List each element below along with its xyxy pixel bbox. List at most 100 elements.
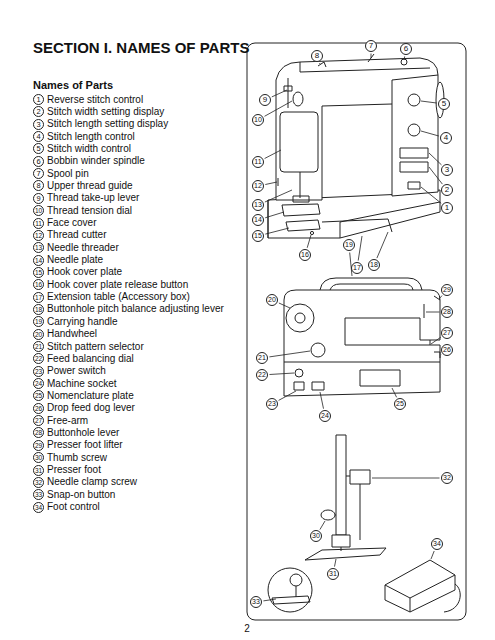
leader-line xyxy=(431,337,441,344)
callout-number: 26 xyxy=(441,344,453,356)
callout-number: 5 xyxy=(438,98,450,110)
leader-line xyxy=(392,388,397,397)
list-number: 32 xyxy=(33,477,44,488)
list-number: 12 xyxy=(33,230,44,241)
part-name: Buttonhole pitch balance adjusting lever xyxy=(47,303,224,315)
callout-number: 3 xyxy=(441,164,453,176)
part-name: Handwheel xyxy=(47,328,97,340)
part-name: Thread tension dial xyxy=(47,205,132,217)
callout-number: 22 xyxy=(256,369,268,381)
list-number: 16 xyxy=(33,279,44,290)
callout-number: 9 xyxy=(259,94,271,106)
leader-line xyxy=(372,478,440,479)
leader-line xyxy=(265,182,277,185)
part-name: Upper thread guide xyxy=(47,180,133,192)
callout-number: 30 xyxy=(310,530,322,542)
list-number: 15 xyxy=(33,267,44,278)
part-name: Thumb screw xyxy=(47,452,107,464)
part-name: Feed balancing dial xyxy=(47,353,134,365)
part-name: Spool pin xyxy=(47,168,89,180)
part-name: Snap-on button xyxy=(47,489,115,501)
callout-number: 14 xyxy=(252,214,264,226)
callout-number: 15 xyxy=(252,230,264,242)
list-number: 28 xyxy=(33,427,44,438)
callout-number: 8 xyxy=(311,50,323,62)
leader-line xyxy=(426,312,440,313)
callout-number: 7 xyxy=(365,40,377,52)
list-number: 11 xyxy=(33,218,44,229)
machine-front-view xyxy=(268,54,444,238)
list-number: 7 xyxy=(33,168,44,179)
leader-line xyxy=(270,373,295,375)
part-name: Needle threader xyxy=(47,242,119,254)
list-number: 18 xyxy=(33,304,44,315)
part-name: Presser foot lifter xyxy=(47,439,123,451)
leader-line xyxy=(429,153,442,165)
list-number: 30 xyxy=(33,452,44,463)
callout-number: 17 xyxy=(351,262,363,274)
callout-number: 12 xyxy=(252,180,264,192)
part-name: Stitch width setting display xyxy=(47,106,164,118)
list-number: 6 xyxy=(33,156,44,167)
leader-line xyxy=(441,354,442,355)
list-number: 17 xyxy=(33,292,44,303)
leader-line xyxy=(320,392,324,409)
part-name: Stitch length control xyxy=(47,131,135,143)
list-number: 31 xyxy=(33,465,44,476)
part-name: Needle plate xyxy=(47,254,103,266)
leader-line xyxy=(265,150,281,159)
list-number: 14 xyxy=(33,255,44,266)
list-number: 10 xyxy=(33,205,44,216)
list-number: 27 xyxy=(33,415,44,426)
part-name: Hook cover plate release button xyxy=(47,279,188,291)
leader-line xyxy=(421,101,437,103)
part-name: Extension table (Accessory box) xyxy=(47,291,190,303)
leader-line xyxy=(439,296,442,299)
part-name: Free-arm xyxy=(47,415,88,427)
leader-line xyxy=(421,131,439,136)
leader-line xyxy=(319,63,320,64)
part-name: Thread cutter xyxy=(47,229,106,241)
part-name: Stitch length setting display xyxy=(47,118,168,130)
leader-line xyxy=(279,391,296,400)
leader-line xyxy=(421,187,441,203)
leader-line xyxy=(358,236,362,261)
callout-number: 32 xyxy=(441,472,453,484)
list-number: 25 xyxy=(33,390,44,401)
callout-number: 33 xyxy=(250,596,262,608)
list-number: 24 xyxy=(33,378,44,389)
part-name: Foot control xyxy=(47,501,100,513)
leader-line xyxy=(404,56,406,60)
part-name: Bobbin winder spindle xyxy=(47,155,145,167)
callout-number: 10 xyxy=(252,114,264,126)
list-number: 26 xyxy=(33,403,44,414)
leader-line xyxy=(272,90,287,97)
list-number: 22 xyxy=(33,353,44,364)
presser-foot-detail xyxy=(268,435,386,612)
list-number: 8 xyxy=(33,180,44,191)
section-heading: Names of Parts xyxy=(33,79,113,91)
callout-number: 25 xyxy=(394,398,406,410)
leader-line xyxy=(263,599,276,601)
callout-number: 29 xyxy=(441,284,453,296)
leader-line xyxy=(307,235,311,248)
list-number: 33 xyxy=(33,489,44,500)
callout-number: 16 xyxy=(299,249,311,261)
part-name: Machine socket xyxy=(47,378,116,390)
leader-line xyxy=(431,551,434,559)
callout-number: 20 xyxy=(266,294,278,306)
callout-number: 2 xyxy=(441,184,453,196)
machine-back-view xyxy=(284,278,440,396)
part-name: Stitch width control xyxy=(47,143,131,155)
leader-line xyxy=(320,521,325,530)
leader-line xyxy=(265,212,284,218)
callout-number: 19 xyxy=(343,239,355,251)
callout-number: 34 xyxy=(431,538,443,550)
list-number: 21 xyxy=(33,341,44,352)
page-number: 2 xyxy=(237,623,257,634)
leader-line xyxy=(265,228,289,234)
list-number: 3 xyxy=(33,119,44,130)
callout-number: 11 xyxy=(252,156,264,168)
list-number: 13 xyxy=(33,242,44,253)
